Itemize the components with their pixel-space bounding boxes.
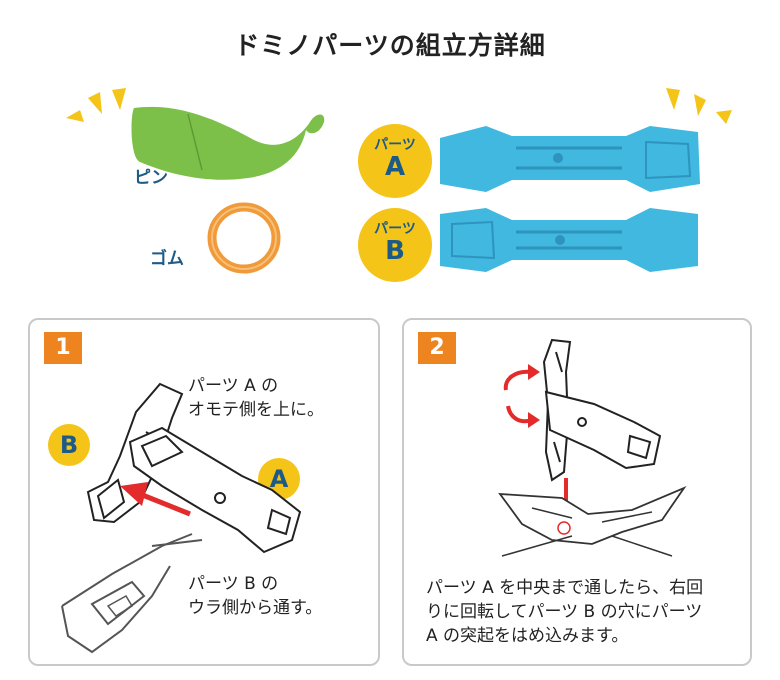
rubber-ring-illustration [204, 200, 284, 276]
step-1-note-bottom: パーツ B の ウラ側から通す。 [188, 572, 322, 620]
part-a-illustration [436, 118, 706, 200]
part-b-badge: パーツ B [358, 208, 432, 282]
rubber-label: ゴム [150, 244, 184, 269]
step-1-panel: 1 パーツ A の オモテ側を上に。 B A パーツ B の ウラ側から通す。 [28, 318, 380, 666]
step-2-note: パーツ A を中央まで通したら、右回 りに回転してパーツ B の穴にパーツ A … [426, 576, 703, 648]
step-2-number: 2 [418, 332, 456, 364]
step-2-base-illustration [492, 484, 692, 560]
step-1-number: 1 [44, 332, 82, 364]
rotate-clockwise-icon [498, 362, 542, 432]
part-a-badge: パーツ A [358, 124, 432, 198]
pin-label: ピン [134, 163, 168, 188]
step-1-note-top: パーツ A の オモテ側を上に。 [188, 374, 324, 422]
page-title: ドミノパーツの組立方詳細 [0, 26, 780, 62]
part-b-illustration [436, 200, 706, 282]
step-1-insert-arrow-icon [116, 480, 196, 520]
step-2-panel: 2 パーツ A を中央まで通したら、右回 りに回転してパーツ B の穴にパーツ … [402, 318, 752, 666]
